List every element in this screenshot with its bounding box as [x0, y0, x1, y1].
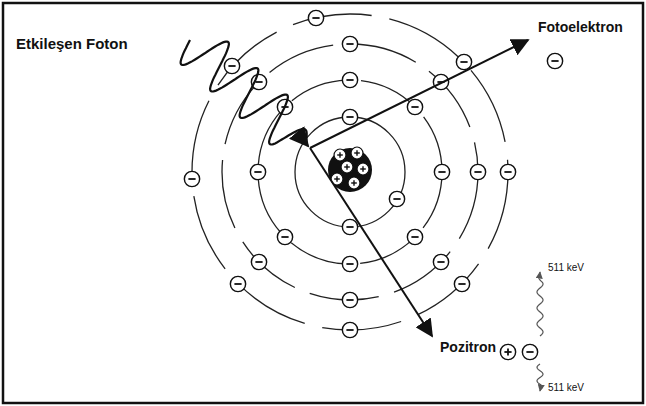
photon-label: Etkileşen Foton: [16, 36, 128, 53]
photoelectron-arrow: [310, 40, 528, 148]
photoelectron-label: Fotoelektron: [538, 20, 623, 35]
orbits: [192, 14, 508, 330]
energy-label: 511 keV: [548, 262, 584, 273]
positron-symbol: [500, 344, 515, 359]
gamma-wave-up: [537, 272, 543, 336]
electron-symbol: [547, 53, 562, 68]
photon-wave: [181, 40, 308, 146]
frame: [3, 3, 643, 403]
energy-label: 511 keV: [548, 382, 584, 393]
positron-arrow: [310, 148, 432, 336]
positron-label: Pozitron: [440, 340, 496, 355]
electron-symbol: [522, 344, 537, 359]
gamma-wave-down: [537, 364, 543, 391]
electrons: [184, 10, 515, 337]
